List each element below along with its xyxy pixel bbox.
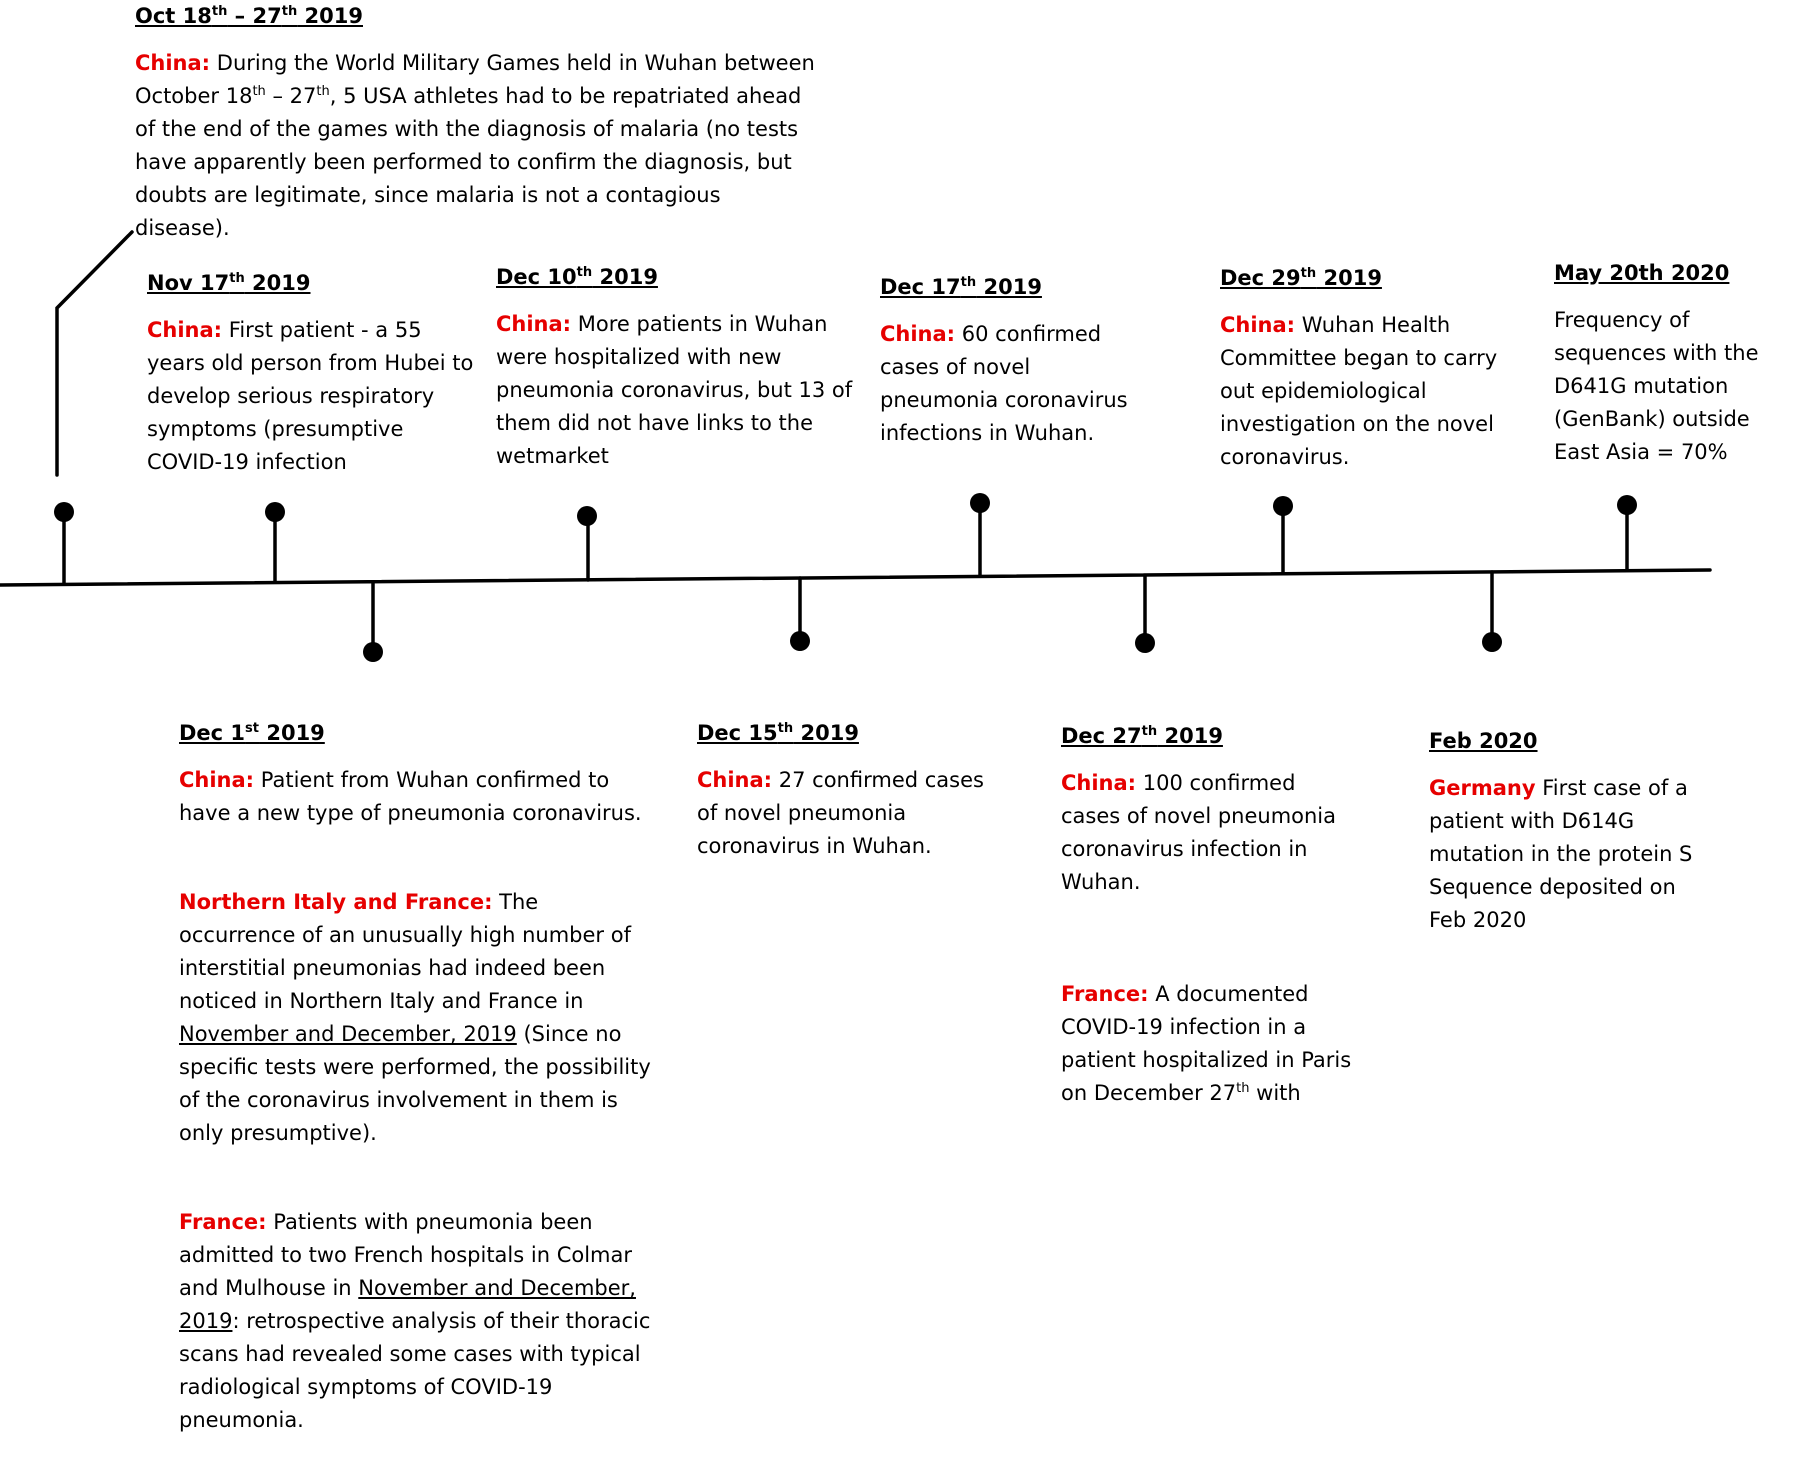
- event-date: Dec 29th 2019: [1220, 266, 1382, 290]
- node-dec15: [790, 631, 810, 651]
- event-text: France: Patients with pneumonia been adm…: [179, 1210, 651, 1432]
- event-date: Dec 27th 2019: [1061, 724, 1223, 748]
- event-dec27: Dec 27th 2019 China: 100 confirmed cases…: [1061, 720, 1361, 1110]
- country-label: France:: [179, 1210, 267, 1234]
- country-label: China:: [496, 312, 572, 336]
- event-dec1: Dec 1st 2019 China: Patient from Wuhan c…: [179, 717, 659, 1437]
- event-nov17: Nov 17th 2019 China: First patient - a 5…: [147, 267, 477, 479]
- country-label: China:: [1061, 771, 1137, 795]
- event-date: Dec 17th 2019: [880, 275, 1042, 299]
- event-dec17: Dec 17th 2019 China: 60 confirmed cases …: [880, 271, 1150, 450]
- country-label: China:: [1220, 313, 1296, 337]
- node-oct: [54, 502, 74, 522]
- event-dec10: Dec 10th 2019 China: More patients in Wu…: [496, 261, 866, 473]
- event-text: China: Patient from Wuhan confirmed to h…: [179, 768, 642, 825]
- node-dec1: [363, 642, 383, 662]
- country-label: China:: [880, 322, 956, 346]
- node-dec17: [970, 493, 990, 513]
- event-date: Dec 15th 2019: [697, 721, 859, 745]
- country-label: China:: [697, 768, 773, 792]
- country-label: France:: [1061, 982, 1149, 1006]
- country-label: Germany: [1429, 776, 1536, 800]
- event-dec29: Dec 29th 2019 China: Wuhan Health Commit…: [1220, 262, 1510, 474]
- event-text: China: 27 confirmed cases of novel pneum…: [697, 768, 984, 858]
- event-text: Frequency of sequences with the D641G mu…: [1554, 308, 1759, 464]
- event-oct: Oct 18th – 27th 2019 China: During the W…: [135, 0, 815, 245]
- event-date: Nov 17th 2019: [147, 271, 311, 295]
- country-label: Northern Italy and France:: [179, 890, 493, 914]
- event-text: China: 60 confirmed cases of novel pneum…: [880, 322, 1128, 445]
- event-text: China: Wuhan Health Committee began to c…: [1220, 313, 1498, 469]
- node-nov17: [265, 502, 285, 522]
- event-text: China: First patient - a 55 years old pe…: [147, 318, 474, 474]
- event-date: Oct 18th – 27th 2019: [135, 4, 363, 28]
- event-dec15: Dec 15th 2019 China: 27 confirmed cases …: [697, 717, 987, 863]
- event-text: France: A documented COVID-19 infection …: [1061, 982, 1352, 1105]
- event-feb: Feb 2020 Germany First case of a patient…: [1429, 725, 1704, 937]
- event-text: China: 100 confirmed cases of novel pneu…: [1061, 771, 1337, 894]
- event-text: Germany First case of a patient with D61…: [1429, 776, 1693, 932]
- event-date: Dec 10th 2019: [496, 265, 658, 289]
- node-dec27: [1135, 633, 1155, 653]
- event-text: China: More patients in Wuhan were hospi…: [496, 312, 853, 468]
- event-date: Feb 2020: [1429, 729, 1538, 753]
- country-label: China:: [147, 318, 223, 342]
- timeline-axis: [0, 568, 1712, 587]
- oct-leader-line: [55, 230, 134, 477]
- node-dec29: [1273, 496, 1293, 516]
- node-may: [1617, 495, 1637, 515]
- event-may: May 20th 2020 Frequency of sequences wit…: [1554, 257, 1794, 469]
- event-text: Northern Italy and France: The occurrenc…: [179, 890, 651, 1145]
- country-label: China:: [179, 768, 255, 792]
- event-date: May 20th 2020: [1554, 261, 1730, 285]
- event-date: Dec 1st 2019: [179, 721, 325, 745]
- country-label: China:: [135, 51, 211, 75]
- node-dec10: [577, 506, 597, 526]
- event-text: China: During the World Military Games h…: [135, 51, 815, 240]
- node-feb: [1482, 632, 1502, 652]
